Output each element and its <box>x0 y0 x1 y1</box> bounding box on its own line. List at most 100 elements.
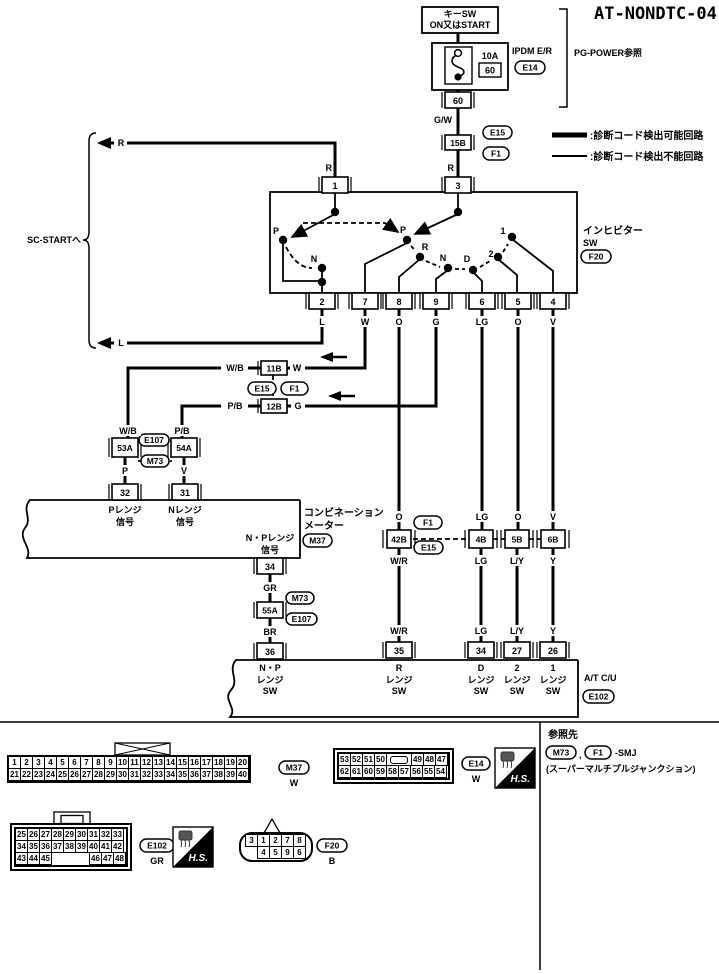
pin-cell: 26 <box>68 768 81 781</box>
sc-start-group: SC-STARTへ <box>27 132 97 349</box>
pin-cell: 61 <box>350 765 363 778</box>
svg-text:6B: 6B <box>548 535 559 545</box>
key-switch-box <box>421 6 499 34</box>
svg-text:53A: 53A <box>117 443 133 453</box>
svg-text:レンジ: レンジ <box>467 675 494 685</box>
svg-text:E15: E15 <box>421 543 436 553</box>
svg-text:2: 2 <box>319 297 324 307</box>
svg-text:N・P: N・P <box>259 663 281 673</box>
key-sw-label-2: ON又はSTART <box>430 20 491 30</box>
pin-cell <box>51 852 90 865</box>
fuse-symbol <box>451 53 465 78</box>
svg-text:1: 1 <box>550 663 555 673</box>
svg-text:LG: LG <box>476 512 489 522</box>
arrow-on-w-line <box>320 352 333 362</box>
svg-text:N・Pレンジ: N・Pレンジ <box>246 533 295 543</box>
inhibitor-contact-dots <box>278 207 517 287</box>
pin-cell: 4 <box>257 846 270 859</box>
pin-cell: 59 <box>374 765 387 778</box>
svg-text:54A: 54A <box>176 443 192 453</box>
svg-text:SW: SW <box>392 686 407 696</box>
svg-text:V: V <box>550 317 556 327</box>
page-title: AT-NONDTC-04 <box>594 4 717 24</box>
combination-meter-labels: Pレンジ 信号 Nレンジ 信号 N・Pレンジ 信号 コンビネーション メーター <box>108 505 383 555</box>
svg-text:55A: 55A <box>262 606 278 616</box>
svg-text:5: 5 <box>515 297 520 307</box>
svg-text:G: G <box>294 401 301 411</box>
pin-boxes: 1 3 2 7 8 9 6 5 4 32 31 34 55A 36 35 34 … <box>111 91 567 660</box>
svg-text:4B: 4B <box>476 535 487 545</box>
svg-text:P: P <box>122 466 128 476</box>
hand-glyph <box>500 751 515 769</box>
svg-text:G: G <box>432 317 439 327</box>
svg-text:V: V <box>550 512 556 522</box>
svg-text:レンジ: レンジ <box>503 675 530 685</box>
svg-text:R: R <box>326 163 333 173</box>
svg-text:O: O <box>395 317 402 327</box>
svg-text:W: W <box>472 774 481 784</box>
svg-text:LG: LG <box>476 317 489 327</box>
svg-text:R: R <box>422 242 429 252</box>
arrow-to-sc-start-l <box>97 337 111 349</box>
svg-text:R: R <box>118 138 125 148</box>
svg-text:9: 9 <box>433 297 438 307</box>
svg-text:F1: F1 <box>423 518 433 528</box>
pin-cell: 33 <box>111 828 124 841</box>
svg-text:E107: E107 <box>292 614 312 624</box>
svg-text:B: B <box>329 856 336 866</box>
svg-text:L/Y: L/Y <box>510 626 524 636</box>
reference-bracket <box>559 8 568 108</box>
svg-text:D: D <box>478 663 485 673</box>
svg-text:E14: E14 <box>468 759 483 769</box>
legend-not-detectable: :診断コード検出不能回路 <box>590 150 704 163</box>
fuse-amp-label: 10A <box>482 51 499 61</box>
svg-text:2: 2 <box>514 663 519 673</box>
svg-text:GR: GR <box>263 583 277 593</box>
svg-text:(スーパーマルチプルジャンクション): (スーパーマルチプルジャンクション) <box>546 763 695 774</box>
svg-text:R: R <box>448 163 455 173</box>
pin-cell: 6 <box>293 846 306 859</box>
at-cu-name: A/T C/U <box>584 673 617 683</box>
svg-text:LG: LG <box>475 556 488 566</box>
svg-text:LG: LG <box>475 626 488 636</box>
svg-text:E15: E15 <box>490 128 505 138</box>
svg-text:V: V <box>181 466 187 476</box>
svg-text:W/B: W/B <box>226 363 244 373</box>
svg-text:27: 27 <box>512 646 522 656</box>
bottom-connector-ids: M37 W E14 W E102 GR F20 B <box>139 756 491 866</box>
pin-cell: 22 <box>20 768 33 781</box>
pin-cell: 48 <box>113 852 126 865</box>
connector-tabs <box>53 742 281 834</box>
svg-text:W/B: W/B <box>119 426 137 436</box>
ipdm-fuse-block: 10A 60 <box>431 42 509 91</box>
svg-text:W: W <box>293 363 302 373</box>
svg-text:L/Y: L/Y <box>510 556 524 566</box>
pin-cell: 20 <box>236 756 249 769</box>
svg-text:SW: SW <box>474 686 489 696</box>
svg-text:O: O <box>514 512 521 522</box>
svg-text:M73: M73 <box>292 593 309 603</box>
arrow-to-sc-start-r <box>97 137 111 149</box>
svg-text:レンジ: レンジ <box>539 675 566 685</box>
pin-cell: 40 <box>236 768 249 781</box>
svg-text:60: 60 <box>453 96 463 106</box>
legend-detectable: :診断コード検出可能回路 <box>590 129 704 142</box>
at-cu-labels: N・P レンジ SW R レンジ SW D レンジ SW 2 レンジ SW 1 … <box>256 663 616 696</box>
svg-text:F1: F1 <box>593 748 603 758</box>
sc-start-brace <box>82 132 97 349</box>
svg-text:E15: E15 <box>254 384 269 394</box>
svg-text:7: 7 <box>362 297 367 307</box>
svg-text:31: 31 <box>180 488 190 498</box>
svg-text:N: N <box>440 253 447 263</box>
pin-cell: 45 <box>39 852 52 865</box>
inhibitor-name-2: SW <box>583 238 598 248</box>
connector-ovals: E14 E15 F1 F20 E15 F1 E107 M73 M37 M73 E… <box>138 60 615 704</box>
arrow-tails <box>333 355 355 398</box>
svg-text:5B: 5B <box>512 535 523 545</box>
svg-text:P/B: P/B <box>174 426 190 436</box>
hs-icon-e14: H.S. <box>494 747 536 789</box>
